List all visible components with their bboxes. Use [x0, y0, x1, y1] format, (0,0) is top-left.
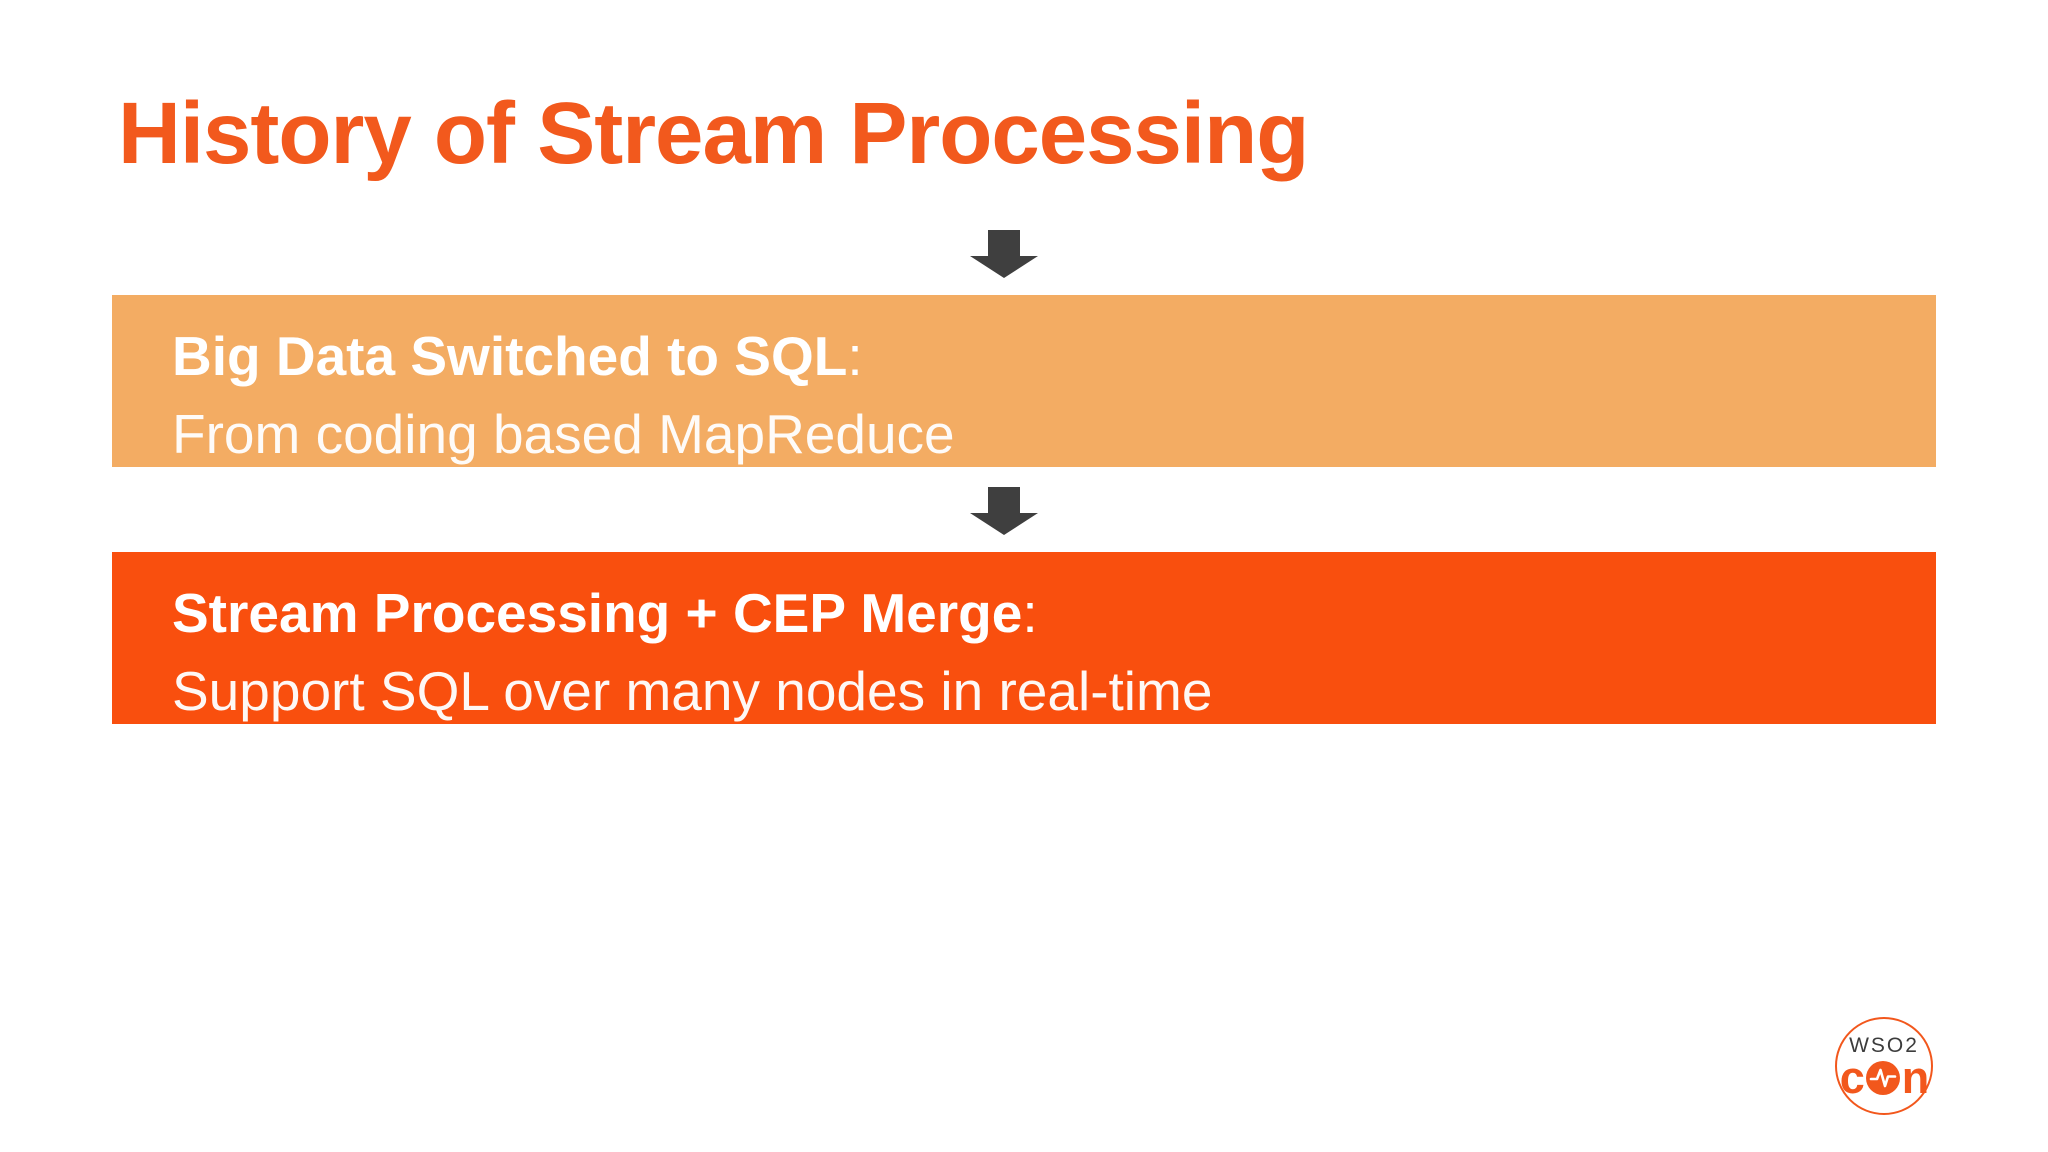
flow-step-stream-cep-merge: Stream Processing + CEP Merge: Support S…: [112, 552, 1936, 724]
flow-step-heading: Stream Processing + CEP Merge:: [172, 574, 1896, 652]
flow-step-detail: From coding based MapReduce: [172, 403, 955, 465]
flow-step-heading-text: Big Data Switched to SQL: [172, 325, 848, 387]
page-title: History of Stream Processing: [118, 85, 1309, 182]
flow-step-detail: Support SQL over many nodes in real-time: [172, 660, 1213, 722]
wso2con-logo: WSO2 c n: [1835, 1017, 1933, 1115]
flow-step-heading-colon: :: [847, 325, 863, 387]
flow-step-heading: Big Data Switched to SQL:: [172, 317, 1896, 395]
logo-word-con: c n: [1839, 1051, 1930, 1103]
down-arrow-icon: [970, 230, 1038, 278]
flow-step-big-data-sql: Big Data Switched to SQL: From coding ba…: [112, 295, 1936, 467]
flow-step-heading-text: Stream Processing + CEP Merge: [172, 582, 1023, 644]
flow-step-heading-colon: :: [1022, 582, 1038, 644]
logo-letter-c: c: [1839, 1051, 1865, 1103]
logo-brand-text: WSO2: [1849, 1033, 1919, 1057]
heartbeat-pulse-icon: [1865, 1060, 1900, 1095]
logo-letter-n: n: [1901, 1051, 1929, 1103]
down-arrow-icon: [970, 487, 1038, 535]
